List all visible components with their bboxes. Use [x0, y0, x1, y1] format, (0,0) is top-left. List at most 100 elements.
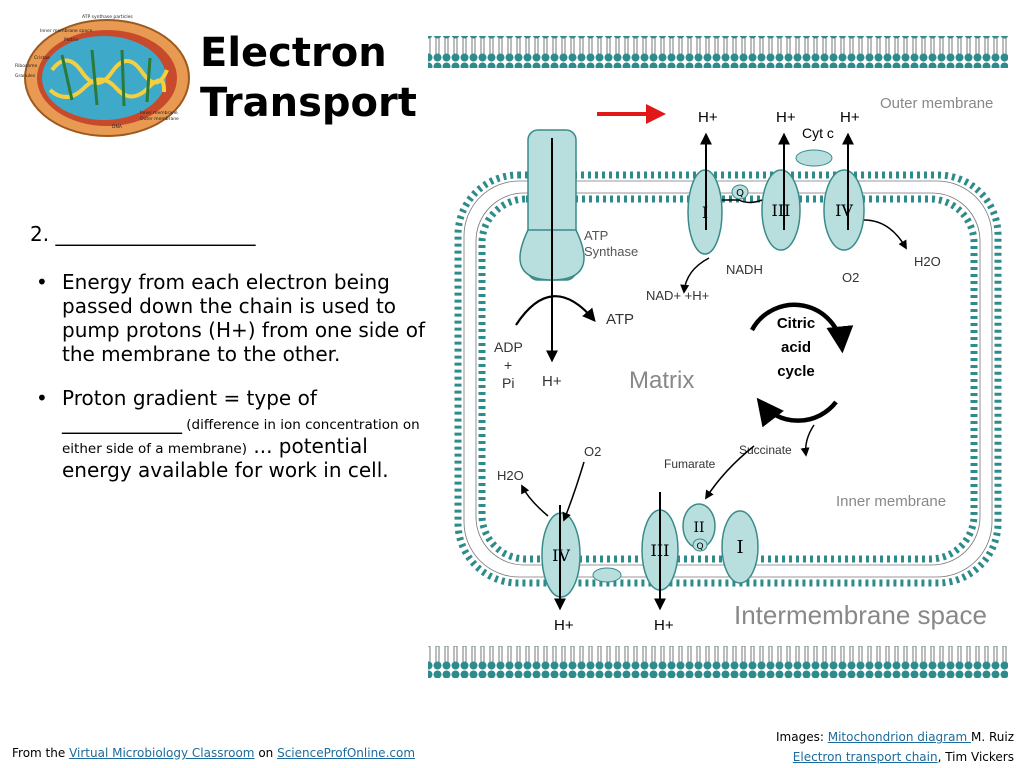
cyt-c-label: Cyt c — [802, 125, 834, 141]
complex-iii-shape — [761, 169, 801, 251]
mito-author: M. Ruiz — [970, 730, 1014, 744]
outer-membrane-label: Outer membrane — [880, 95, 993, 112]
mito-cristae-2 — [48, 77, 167, 99]
complex-iv-shape — [823, 169, 865, 251]
o2-lower-label: O2 — [584, 444, 601, 459]
nadh-arrow — [680, 257, 710, 294]
slide-title: Electron Transport — [200, 28, 430, 128]
h-plus-bottom-1: H+ — [554, 617, 574, 634]
pi-label: Pi — [502, 375, 514, 391]
h-plus-bottom-2: H+ — [654, 617, 674, 634]
electron-path-upper — [722, 199, 763, 204]
atp-synthase-label-line-2: Synthase — [584, 244, 638, 259]
h2o-lower-label: H2O — [497, 468, 524, 483]
h-plus-top-3: H+ — [840, 109, 860, 126]
atp-synthase-label-line: ATP — [584, 228, 608, 243]
label-atp-particles: ATP synthase particles — [82, 14, 133, 20]
label-dna: DNA — [112, 124, 123, 130]
label-granules: Granules — [15, 73, 36, 79]
bullet-dot: • — [36, 386, 48, 410]
image-credits: Images: Mitochondrion diagram M. Ruiz El… — [776, 727, 1014, 767]
blank-heading: 2. ____________________ — [30, 222, 256, 246]
mito-cristae — [50, 58, 169, 85]
bullet-dot: • — [36, 270, 48, 294]
slide-body: 2. ____________________ • Energy from ea… — [30, 222, 425, 502]
label-inner: Inner membrane — [140, 110, 178, 116]
credit-line-2: Electron transport chain, Tim Vickers — [776, 747, 1014, 767]
citric-label-1: Citric — [777, 315, 815, 332]
images-prefix: Images: — [776, 730, 828, 744]
h-plus-top-1: H+ — [698, 109, 718, 126]
q-label-lower: Q — [696, 542, 703, 552]
q-label-upper: Q — [736, 188, 744, 199]
complex-ii-label: II — [693, 520, 704, 536]
intermembrane-space-label: Intermembrane space — [734, 600, 987, 630]
cyt-c-blob — [795, 149, 833, 167]
complex-i-lower: I — [721, 510, 759, 584]
cycle-to-succinate-arrow — [800, 424, 815, 457]
inner-membrane-outer-leaflet — [454, 171, 1002, 587]
complex-iv-lower-label: IV — [552, 546, 570, 565]
complex-iii-upper: III — [761, 169, 801, 251]
atp-synthase — [515, 129, 596, 363]
complex-iv-upper: IV — [823, 169, 865, 251]
bullet-gradient-tail: ... potential energy available for work … — [62, 434, 389, 482]
outer-membrane-top — [428, 36, 1008, 68]
o2-to-complex-iv-arrow — [562, 461, 585, 522]
electron-transport-chain-link[interactable]: Electron transport chain — [792, 750, 938, 764]
o2-to-h2o-arrow-upper — [863, 219, 907, 250]
mitochondrion-diagram: ATP synthase particles Inner membrane sp… — [15, 14, 190, 137]
inner-membrane-tails — [463, 180, 993, 578]
succinate-to-complex-ii-arrow — [705, 445, 755, 500]
matrix-label: Matrix — [629, 367, 694, 394]
bullet-proton-gradient: • Proton gradient = type of ____________… — [30, 386, 425, 482]
cycle-arrow-top — [750, 302, 854, 354]
complex-iii-label: III — [772, 201, 791, 220]
complex-i-lower-label: I — [736, 537, 743, 558]
nad-label: NAD+ +H+ — [646, 288, 709, 303]
credit-line-1: Images: Mitochondrion diagram M. Ruiz — [776, 727, 1014, 747]
h-plus-matrix-label: H+ — [542, 373, 562, 390]
mitochondrion-diagram-link[interactable]: Mitochondrion diagram — [827, 730, 971, 744]
succinate-label: Succinate — [739, 443, 792, 457]
on-text: on — [254, 746, 278, 760]
q-blob-upper — [731, 184, 749, 200]
citric-label-3: cycle — [777, 363, 815, 380]
nadh-label: NADH — [726, 262, 763, 277]
electron-transport-diagram: Outer membrane Inner membrane Intermembr… — [428, 36, 1008, 678]
title-line-1: Electron — [200, 30, 387, 76]
atp-label: ATP — [606, 311, 634, 328]
from-text: From the — [12, 746, 70, 760]
bullet-gradient-note: (difference in ion concentration on eith… — [62, 417, 420, 457]
complex-iv-label: IV — [835, 201, 853, 220]
fumarate-label: Fumarate — [664, 457, 716, 471]
adp-label: ADP — [494, 339, 523, 355]
h2o-out-arrow — [521, 484, 549, 517]
label-intermembrane: Inner membrane space — [40, 28, 93, 34]
bullet-gradient-lead: Proton gradient = type of ____________ — [62, 386, 317, 434]
cyt-c-blob-lower — [592, 567, 622, 583]
outer-membrane-bottom — [428, 646, 1008, 678]
h2o-upper-label: H2O — [914, 254, 941, 269]
virtual-microbiology-link[interactable]: Virtual Microbiology Classroom — [69, 746, 255, 760]
h-plus-top-2: H+ — [776, 109, 796, 126]
complex-i-lower-shape — [721, 510, 759, 584]
complex-ii-lower: II — [682, 503, 716, 549]
cycle-arrow-bottom — [756, 397, 838, 428]
bullet-energy: • Energy from each electron being passed… — [30, 270, 425, 366]
bullet-energy-text: Energy from each electron being passed d… — [62, 270, 425, 366]
scienceprofonline-link[interactable]: ScienceProfOnline.com — [277, 746, 416, 760]
adp-to-atp-arrow — [515, 295, 596, 326]
label-outer: Outer membrane — [140, 116, 179, 122]
citric-label-2: acid — [781, 339, 811, 356]
label-matrix: Matrix — [64, 37, 79, 43]
atp-synthase-label: ATP Synthase — [584, 228, 638, 259]
q-blob-lower — [692, 538, 708, 552]
title-line-2: Transport — [200, 80, 417, 126]
plus-label: + — [504, 357, 512, 373]
o2-upper-label: O2 — [842, 270, 859, 285]
citric-acid-cycle: Citric acid cycle — [750, 302, 854, 428]
label-cristae: Cristae — [34, 55, 50, 61]
label-ribosome: Ribosome — [15, 63, 37, 69]
source-credit: From the Virtual Microbiology Classroom … — [12, 746, 415, 760]
